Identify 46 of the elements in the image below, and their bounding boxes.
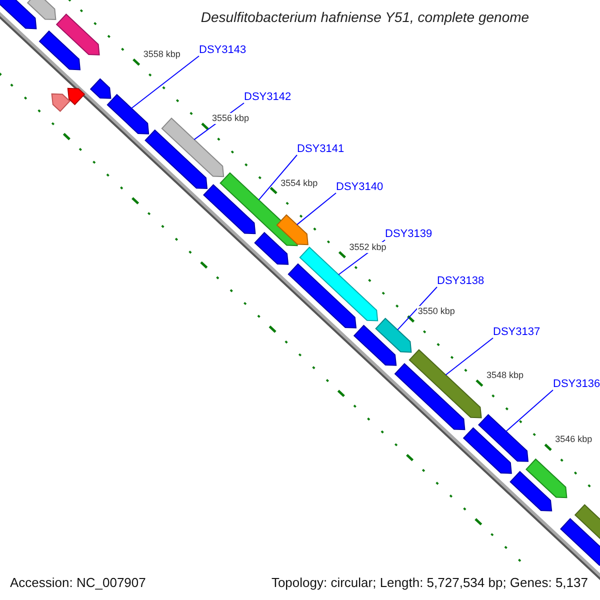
gene-block: [26, 0, 56, 20]
scale-label: 3552 kbp: [348, 242, 388, 253]
gene-label: DSY3136: [553, 379, 600, 390]
leader-line: [258, 154, 298, 200]
scale-label: 3546 kbp: [554, 434, 594, 446]
leader-line: [397, 286, 438, 330]
gene-block: [254, 232, 289, 265]
gene-block: [510, 470, 552, 512]
gene-block: [144, 129, 208, 190]
gene-block: [526, 458, 568, 498]
gene-label: DSY3142: [244, 92, 292, 103]
scale-label: 3548 kbp: [485, 370, 524, 382]
gene-block: [408, 349, 482, 418]
gene-block: [56, 14, 100, 56]
gene-label: DSY3138: [437, 276, 484, 287]
scale-label: 3550 kbp: [416, 306, 456, 317]
scale-label: 3558 kbp: [142, 49, 182, 60]
gene-block: [203, 184, 256, 234]
gene-block: [462, 427, 512, 474]
gene-block: [478, 414, 529, 462]
gene-block: [375, 318, 412, 353]
gene-block: [560, 518, 600, 566]
gene-block: [0, 0, 37, 30]
gene-label: DSY3140: [336, 182, 384, 193]
leader-line: [131, 56, 200, 109]
genome-info-text: Topology: circular; Length: 5,727,534 bp; Genes: 5,137: [269, 576, 590, 589]
scale-label: 3554 kbp: [280, 178, 319, 189]
gene-label: DSY3143: [199, 45, 246, 56]
gene-block: [276, 214, 308, 246]
scale-label: 3556 kbp: [210, 113, 250, 124]
accession-text: Accession: NC_007907: [8, 576, 148, 589]
gene-label: DSY3139: [385, 229, 432, 240]
leader-line: [506, 390, 554, 432]
gene-block: [288, 263, 357, 328]
gene-label: DSY3137: [493, 327, 540, 338]
gene-block: [353, 324, 397, 366]
gene-block: [106, 94, 150, 134]
gene-label: DSY3141: [297, 144, 344, 155]
leader-line: [445, 338, 494, 376]
gene-block: [51, 93, 70, 112]
gene-block: [394, 363, 466, 430]
gene-block: [67, 88, 86, 106]
gene-block: [38, 30, 81, 70]
leader-line: [296, 192, 336, 226]
title: Desulfitobacterium hafniense Y51, complete genome: [200, 9, 530, 25]
gene-block: [90, 78, 112, 99]
